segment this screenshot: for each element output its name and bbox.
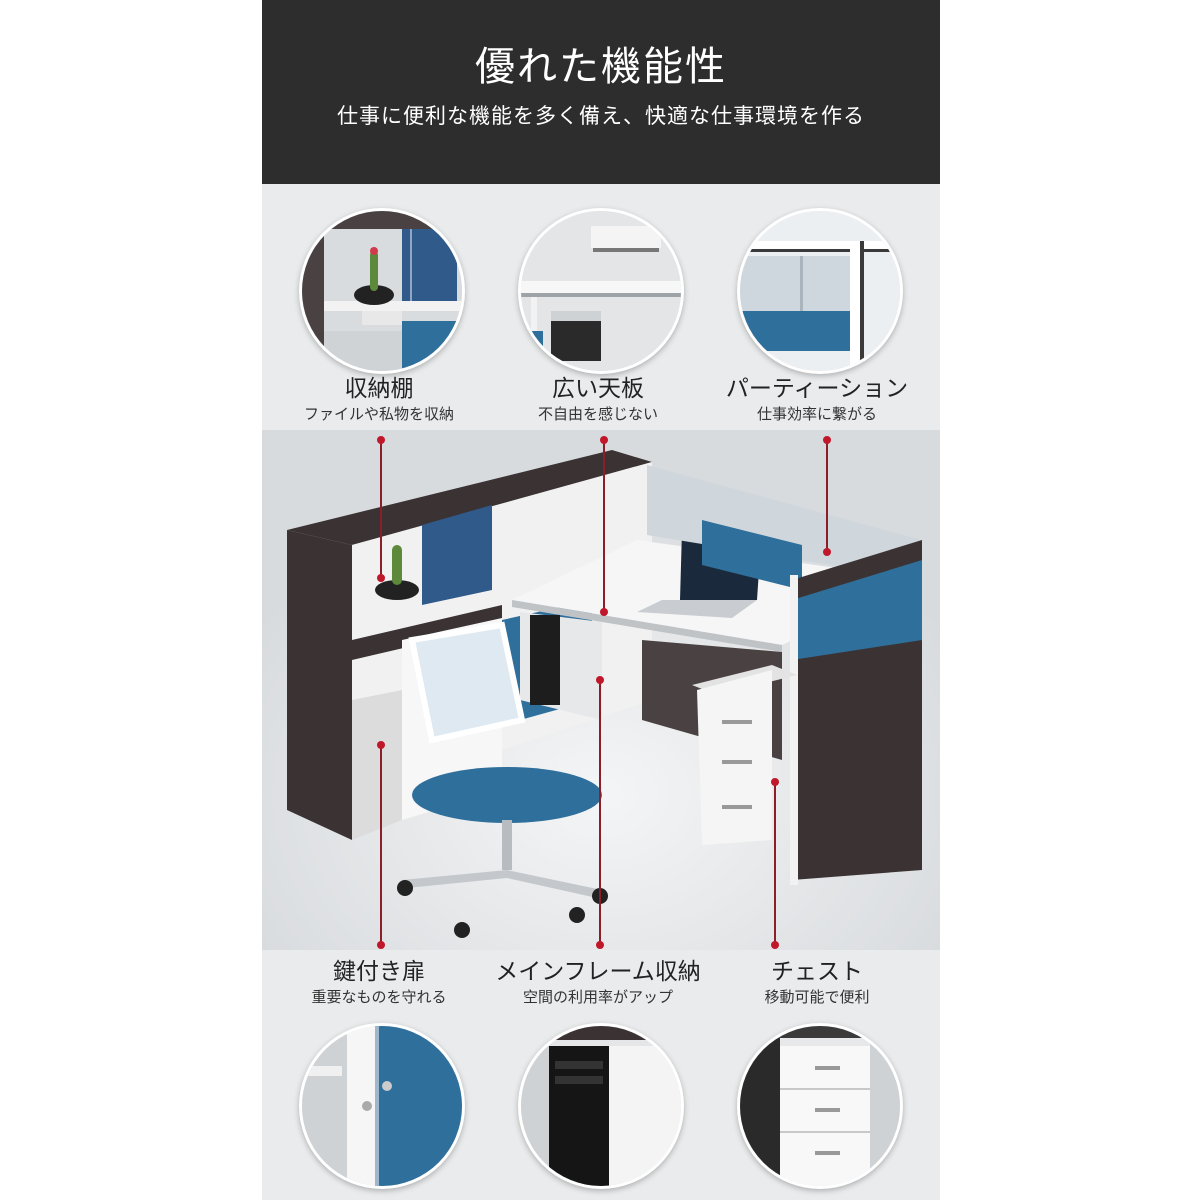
cabinet-top xyxy=(287,450,652,545)
pointer-dot-icon xyxy=(600,436,608,444)
chair-column xyxy=(502,820,512,870)
feature-desc: 空間の利用率がアップ xyxy=(522,988,673,1006)
storage-shelf-image xyxy=(302,211,462,371)
chair-back-mesh xyxy=(408,621,526,744)
chair-seat xyxy=(412,767,602,823)
chair-caster xyxy=(397,880,413,896)
feature-desc: ファイルや私物を収納 xyxy=(303,405,454,423)
partition-fabric xyxy=(702,520,802,590)
page-subtitle: 仕事に便利な機能を多く備え、快適な仕事環境を作る xyxy=(337,104,865,128)
circle-chest xyxy=(737,1023,903,1189)
feature-label-wide-desktop: 広い天板 不自由を感じない xyxy=(493,375,703,425)
feature-panel: 優れた機能性 仕事に便利な機能を多く備え、快適な仕事環境を作る xyxy=(262,0,940,1200)
laptop-keyboard xyxy=(637,600,757,618)
cabinet-open-shelf xyxy=(352,690,402,840)
feature-label-lock-door: 鍵付き扉 重要なものを守れる xyxy=(274,958,484,1008)
pointer-dot-icon xyxy=(596,941,604,949)
pointer-dot-icon xyxy=(377,741,385,749)
pointer-dot-icon xyxy=(377,436,385,444)
wide-desktop-image xyxy=(521,211,681,371)
feature-title: メインフレーム収納 xyxy=(495,959,701,985)
partition-image xyxy=(740,211,900,371)
header-banner: 優れた機能性 仕事に便利な機能を多く備え、快適な仕事環境を作る xyxy=(262,0,940,184)
chest-image xyxy=(740,1026,900,1186)
pointer-dot-icon xyxy=(377,941,385,949)
workstation-illustration xyxy=(262,430,940,950)
feature-title: 広い天板 xyxy=(552,376,644,402)
plant-pot xyxy=(375,580,419,600)
pointer-dot-icon xyxy=(823,436,831,444)
feature-desc: 不自由を感じない xyxy=(537,405,658,423)
mainframe-storage-image xyxy=(521,1026,681,1186)
feature-label-mainframe-storage: メインフレーム収納 空間の利用率がアップ xyxy=(478,958,718,1008)
cactus-plant xyxy=(392,545,402,585)
circle-mainframe-storage xyxy=(518,1023,684,1189)
feature-label-partition: パーティーション 仕事効率に繋がる xyxy=(712,375,922,425)
pc-tower xyxy=(530,615,560,705)
mobile-pedestal xyxy=(697,670,772,845)
circle-storage-shelf xyxy=(299,208,465,374)
cabinet-side xyxy=(287,530,352,840)
partition-frame xyxy=(790,575,798,885)
file-boxes xyxy=(422,505,492,605)
pointer-dot-icon xyxy=(600,608,608,616)
circle-partition xyxy=(737,208,903,374)
chair-caster xyxy=(454,922,470,938)
feature-label-chest: チェスト 移動可能で便利 xyxy=(712,958,922,1008)
desk-edge xyxy=(512,600,782,652)
feature-desc: 移動可能で便利 xyxy=(764,988,870,1006)
chair-base xyxy=(402,870,602,898)
lock-door-image xyxy=(302,1026,462,1186)
feature-desc: 仕事効率に繋がる xyxy=(756,405,877,423)
partition-glass xyxy=(647,465,922,580)
pointer-dot-icon xyxy=(771,778,779,786)
cabinet-shelf-divider xyxy=(352,605,502,660)
page-title: 優れた機能性 xyxy=(475,44,727,90)
feature-desc: 重要なものを守れる xyxy=(311,988,447,1006)
feature-title: 鍵付き扉 xyxy=(333,959,425,985)
feature-label-storage-shelf: 収納棚 ファイルや私物を収納 xyxy=(274,375,484,425)
circle-wide-desktop xyxy=(518,208,684,374)
pointer-dot-icon xyxy=(823,548,831,556)
feature-title: 収納棚 xyxy=(344,376,414,402)
callout-lines xyxy=(380,440,828,945)
feature-title: チェスト xyxy=(771,959,863,985)
partition-end-fabric xyxy=(792,560,922,660)
pointer-dot-icon xyxy=(771,941,779,949)
callout-dots xyxy=(377,436,831,949)
drawer-handle xyxy=(722,805,752,809)
pointer-dot-icon xyxy=(377,574,385,582)
drawer-handle xyxy=(722,720,752,724)
circle-lock-door xyxy=(299,1023,465,1189)
chair-caster xyxy=(569,907,585,923)
drawer-handle xyxy=(722,760,752,764)
pointer-dot-icon xyxy=(596,676,604,684)
feature-title: パーティーション xyxy=(725,376,909,402)
